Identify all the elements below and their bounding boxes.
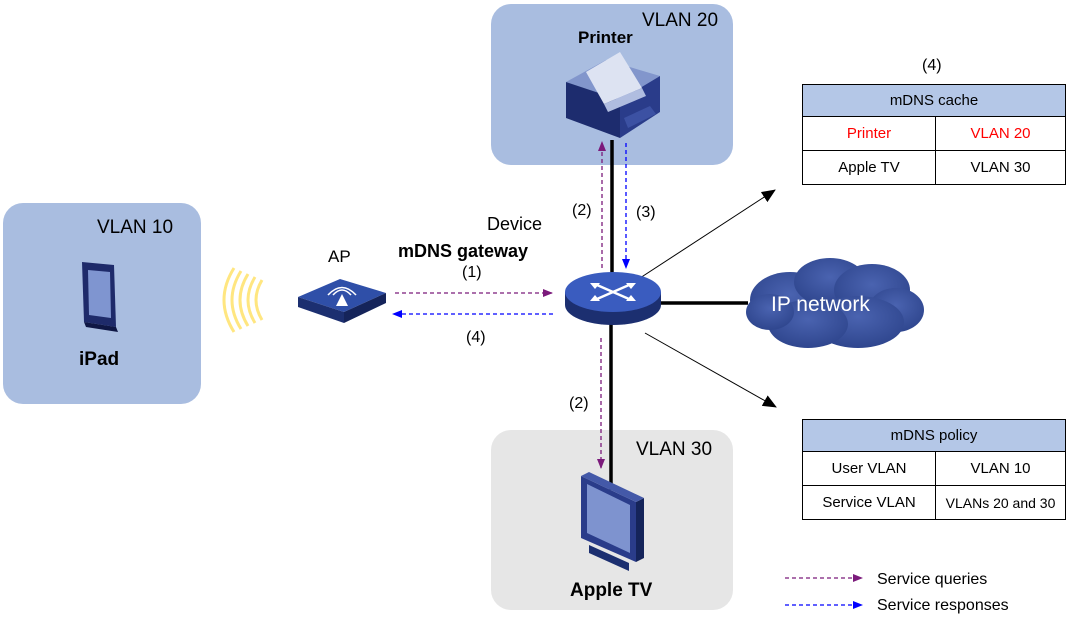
ipad-icon — [82, 262, 118, 332]
vlan20-label: VLAN 20 — [642, 10, 718, 31]
arrow-to-mdns-cache — [639, 189, 776, 279]
mdns-cache-table: mDNS cache Printer VLAN 20 Apple TV VLAN… — [802, 84, 1066, 185]
mdns-gateway-router-icon — [565, 272, 661, 325]
gateway-label-mdns: mDNS gateway — [398, 241, 528, 261]
printer-label: Printer — [578, 28, 633, 47]
policy-entry-vlan: VLAN 10 — [935, 451, 1066, 486]
policy-entry-vlan: VLANs 20 and 30 — [935, 485, 1066, 520]
ipad-label: iPad — [79, 349, 119, 370]
ip-network-cloud-icon — [746, 258, 924, 348]
mdns-policy-table: mDNS policy User VLAN VLAN 10 Service VL… — [802, 419, 1066, 520]
table-row: Service VLAN VLANs 20 and 30 — [802, 485, 1066, 520]
legend-responses-label: Service responses — [877, 597, 1009, 614]
policy-entry-name: User VLAN — [802, 451, 936, 486]
policy-entry-name: Service VLAN — [802, 485, 936, 520]
apple-tv-icon — [581, 472, 644, 571]
cache-entry-name: Printer — [802, 116, 936, 151]
apple-tv-label: Apple TV — [570, 580, 653, 601]
mdns-cache-title: mDNS cache — [802, 84, 1066, 117]
step-label-4-left: (4) — [466, 329, 486, 346]
table-row: User VLAN VLAN 10 — [802, 451, 1066, 486]
step-label-2-top: (2) — [572, 202, 592, 219]
cache-entry-name: Apple TV — [802, 150, 936, 185]
step-label-3: (3) — [636, 204, 656, 221]
table-row: Printer VLAN 20 — [802, 116, 1066, 151]
table-row: Apple TV VLAN 30 — [802, 150, 1066, 185]
mdns-policy-title: mDNS policy — [802, 419, 1066, 452]
vlan30-label: VLAN 30 — [636, 439, 712, 460]
access-point-icon — [298, 279, 386, 323]
cache-entry-vlan: VLAN 30 — [935, 150, 1066, 185]
step-label-4-cache: (4) — [922, 57, 942, 74]
step-label-2-bottom: (2) — [569, 395, 589, 412]
ap-label: AP — [328, 247, 351, 266]
legend-queries-label: Service queries — [877, 571, 987, 588]
printer-icon — [566, 52, 660, 138]
cache-entry-vlan: VLAN 20 — [935, 116, 1066, 151]
gateway-label-device: Device — [487, 214, 542, 234]
ip-network-label: IP network — [771, 293, 870, 316]
step-label-1: (1) — [462, 264, 482, 281]
arrow-to-mdns-policy — [644, 332, 777, 408]
wireless-signal-icon — [222, 267, 264, 333]
vlan10-label: VLAN 10 — [97, 217, 173, 238]
